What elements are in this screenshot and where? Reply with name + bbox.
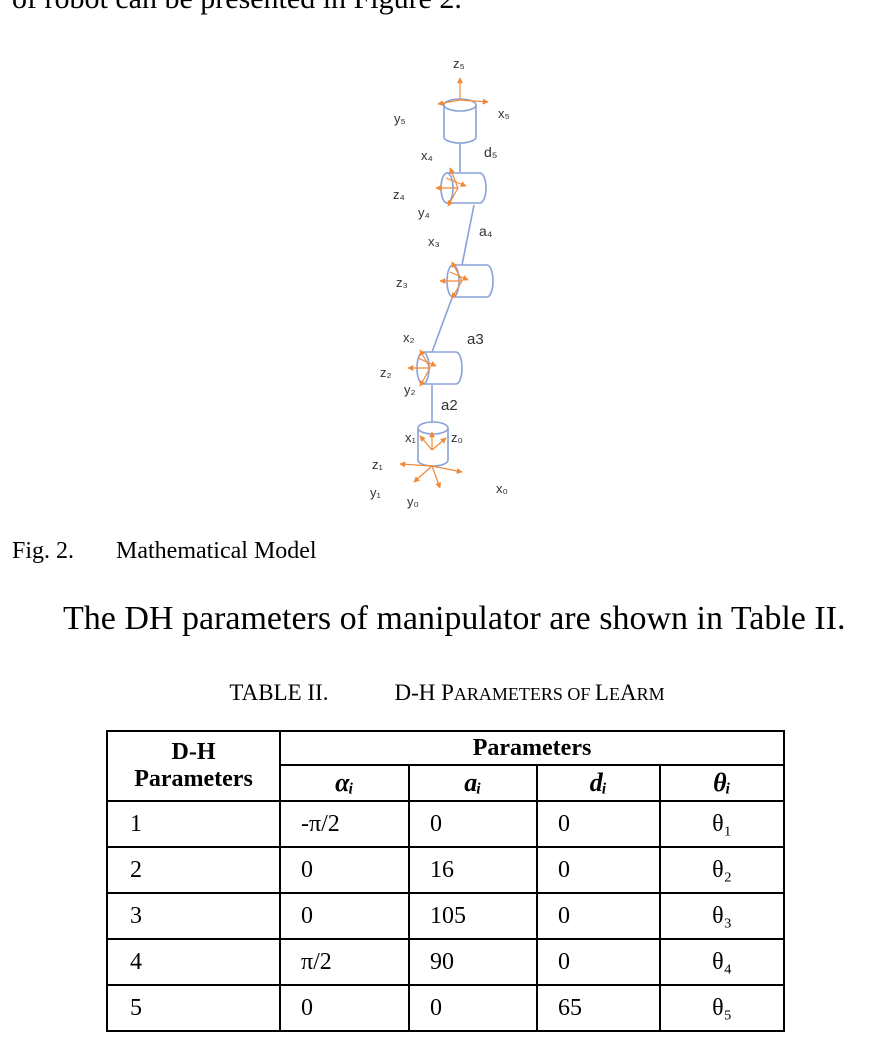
label-z5: z₅ [453,56,465,71]
parameters-group-header: Parameters [278,730,786,766]
robot-arm-diagram: z₅ x₅ y₅ d₅ x₄ z₄ y₄ a₄ x₃ z₃ x₂ a3 z₂ y… [370,56,510,509]
col-d: dᵢ [536,764,661,802]
frame-arrows [399,77,489,489]
label-x0: x₀ [496,481,508,496]
label-y2: y₂ [404,382,416,397]
table-title: D-H PARAMETERS OF LEARM [394,680,665,705]
label-a2: a2 [441,397,458,414]
label-x3: x₃ [428,234,440,249]
label-x5: x₅ [498,106,510,121]
previous-paragraph-line: of robot can be presented in Figure 2. [12,0,462,16]
label-z0: z₀ [451,430,463,445]
dh-parameters-table: D-H Parameters Parameters αᵢ aᵢ dᵢ θᵢ 1-… [106,730,786,1032]
joint-5-cylinder [443,98,477,144]
col-theta: θᵢ [658,764,786,802]
label-z3: z₃ [396,275,408,290]
figure-number: Fig. 2. [12,538,75,564]
label-z4: z₄ [393,187,405,202]
label-x4: x₄ [421,148,433,163]
table-number: TABLE II. [229,680,329,705]
label-d5: d₅ [484,144,497,160]
body-paragraph: The DH parameters of manipulator are sho… [63,600,846,637]
arm-links [431,142,475,424]
figure-caption: Fig. 2. Mathematical Model [12,538,317,565]
joint-1-cylinder [417,421,449,467]
table-caption: TABLE II. D-H PARAMETERS OF LEARM [0,680,894,706]
label-x1: x₁ [405,430,417,445]
figure-title: Mathematical Model [116,538,317,564]
label-x2: x₂ [403,330,415,345]
label-z1: z₁ [372,457,384,472]
corner-header: D-H Parameters [106,730,281,802]
col-alpha: αᵢ [279,764,410,802]
label-y1: y₁ [370,485,382,500]
label-y0: y₀ [407,494,419,509]
label-y5: y₅ [394,111,406,126]
label-y4: y₄ [418,205,430,220]
label-z2: z₂ [380,365,392,380]
col-a: aᵢ [408,764,538,802]
label-a4: a₄ [479,223,493,239]
label-a3: a3 [467,331,484,348]
